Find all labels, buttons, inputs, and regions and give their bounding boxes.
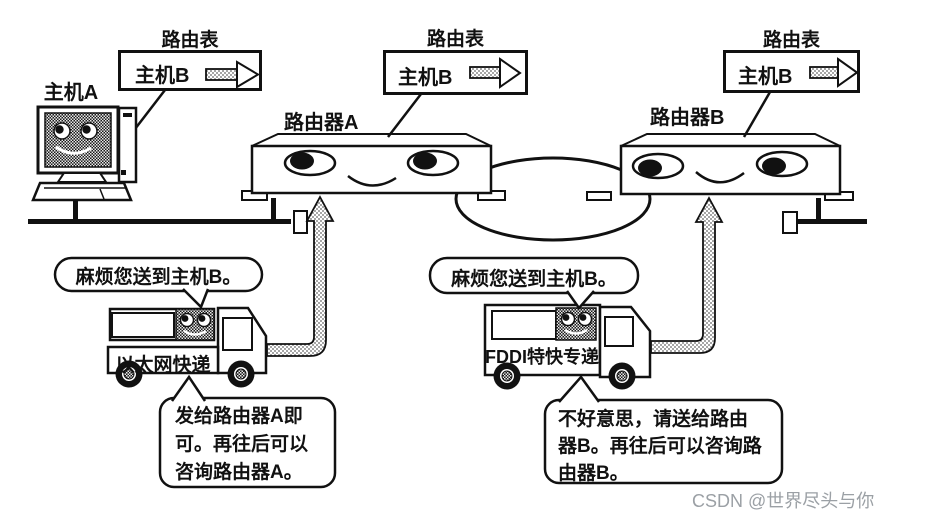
router-a-face — [283, 149, 460, 187]
fddi-ring — [454, 156, 652, 242]
router-b-face — [631, 150, 809, 184]
wheel — [227, 360, 255, 388]
request-bubble-left-text: 麻烦您送到主机B。 — [75, 267, 242, 288]
host-a-computer-illustration — [31, 105, 138, 202]
fddi-truck-illustration — [483, 303, 652, 390]
request-bubble-mid-text: 麻烦您送到主机B。 — [451, 269, 617, 290]
reply-bubble-left-text: 发给路由器A即 可。再往后可以 咨询路由器A。 — [175, 406, 309, 483]
reply-bubble-mid-text: 不好意思，请送给路由 器B。再往后可以咨询路 由器B。 — [558, 409, 762, 484]
network-terminator — [782, 211, 798, 234]
host-a-label: 主机A — [43, 82, 99, 104]
wheel — [608, 362, 636, 390]
reply-bubble-left-shape — [158, 374, 337, 489]
csdn-watermark: CSDN @世界尽头与你 — [692, 491, 875, 511]
routing-table-2-entry: 主机B — [398, 67, 453, 89]
ethernet-terminator — [293, 210, 308, 234]
routing-table-2-box: 主机B — [383, 50, 528, 95]
routing-table-1-box: 主机B — [118, 50, 262, 91]
routing-table-3-box: 主机B — [723, 50, 860, 93]
routing-table-1-entry: 主机B — [135, 65, 190, 87]
routing-arrow-icon-3 — [809, 57, 859, 88]
routing-arrow-icon-2 — [469, 57, 522, 89]
wheel — [493, 362, 521, 390]
ethernet-truck-illustration — [106, 306, 268, 388]
fddi-truck-face — [560, 311, 593, 335]
router-a-label: 路由器A — [284, 112, 359, 134]
host-a-face — [53, 122, 98, 155]
routing-arrow-icon-1 — [205, 60, 260, 89]
flow-arrow-to-router-b — [650, 196, 724, 354]
router-b-illustration — [586, 133, 854, 201]
router-b-label: 路由器B — [650, 107, 725, 129]
ethernet-truck-face — [179, 312, 212, 336]
routing-table-1-title: 路由表 — [161, 30, 219, 51]
fddi-truck-name: FDDI特快专递 — [485, 347, 599, 367]
wheel — [115, 360, 143, 388]
right-network-segment — [782, 198, 867, 234]
request-bubble-left-shape — [53, 256, 264, 310]
ethernet-segment — [28, 198, 308, 234]
router-a-illustration — [241, 133, 506, 201]
routing-table-3-entry: 主机B — [738, 66, 793, 88]
routing-table-3-title: 路由表 — [762, 30, 820, 51]
ethernet-truck-name: 以太网快递 — [115, 355, 211, 376]
request-bubble-mid-shape — [428, 256, 640, 311]
reply-bubble-mid-shape — [543, 374, 784, 485]
routing-table-connectors — [134, 89, 772, 138]
routing-table-2-title: 路由表 — [426, 29, 484, 50]
